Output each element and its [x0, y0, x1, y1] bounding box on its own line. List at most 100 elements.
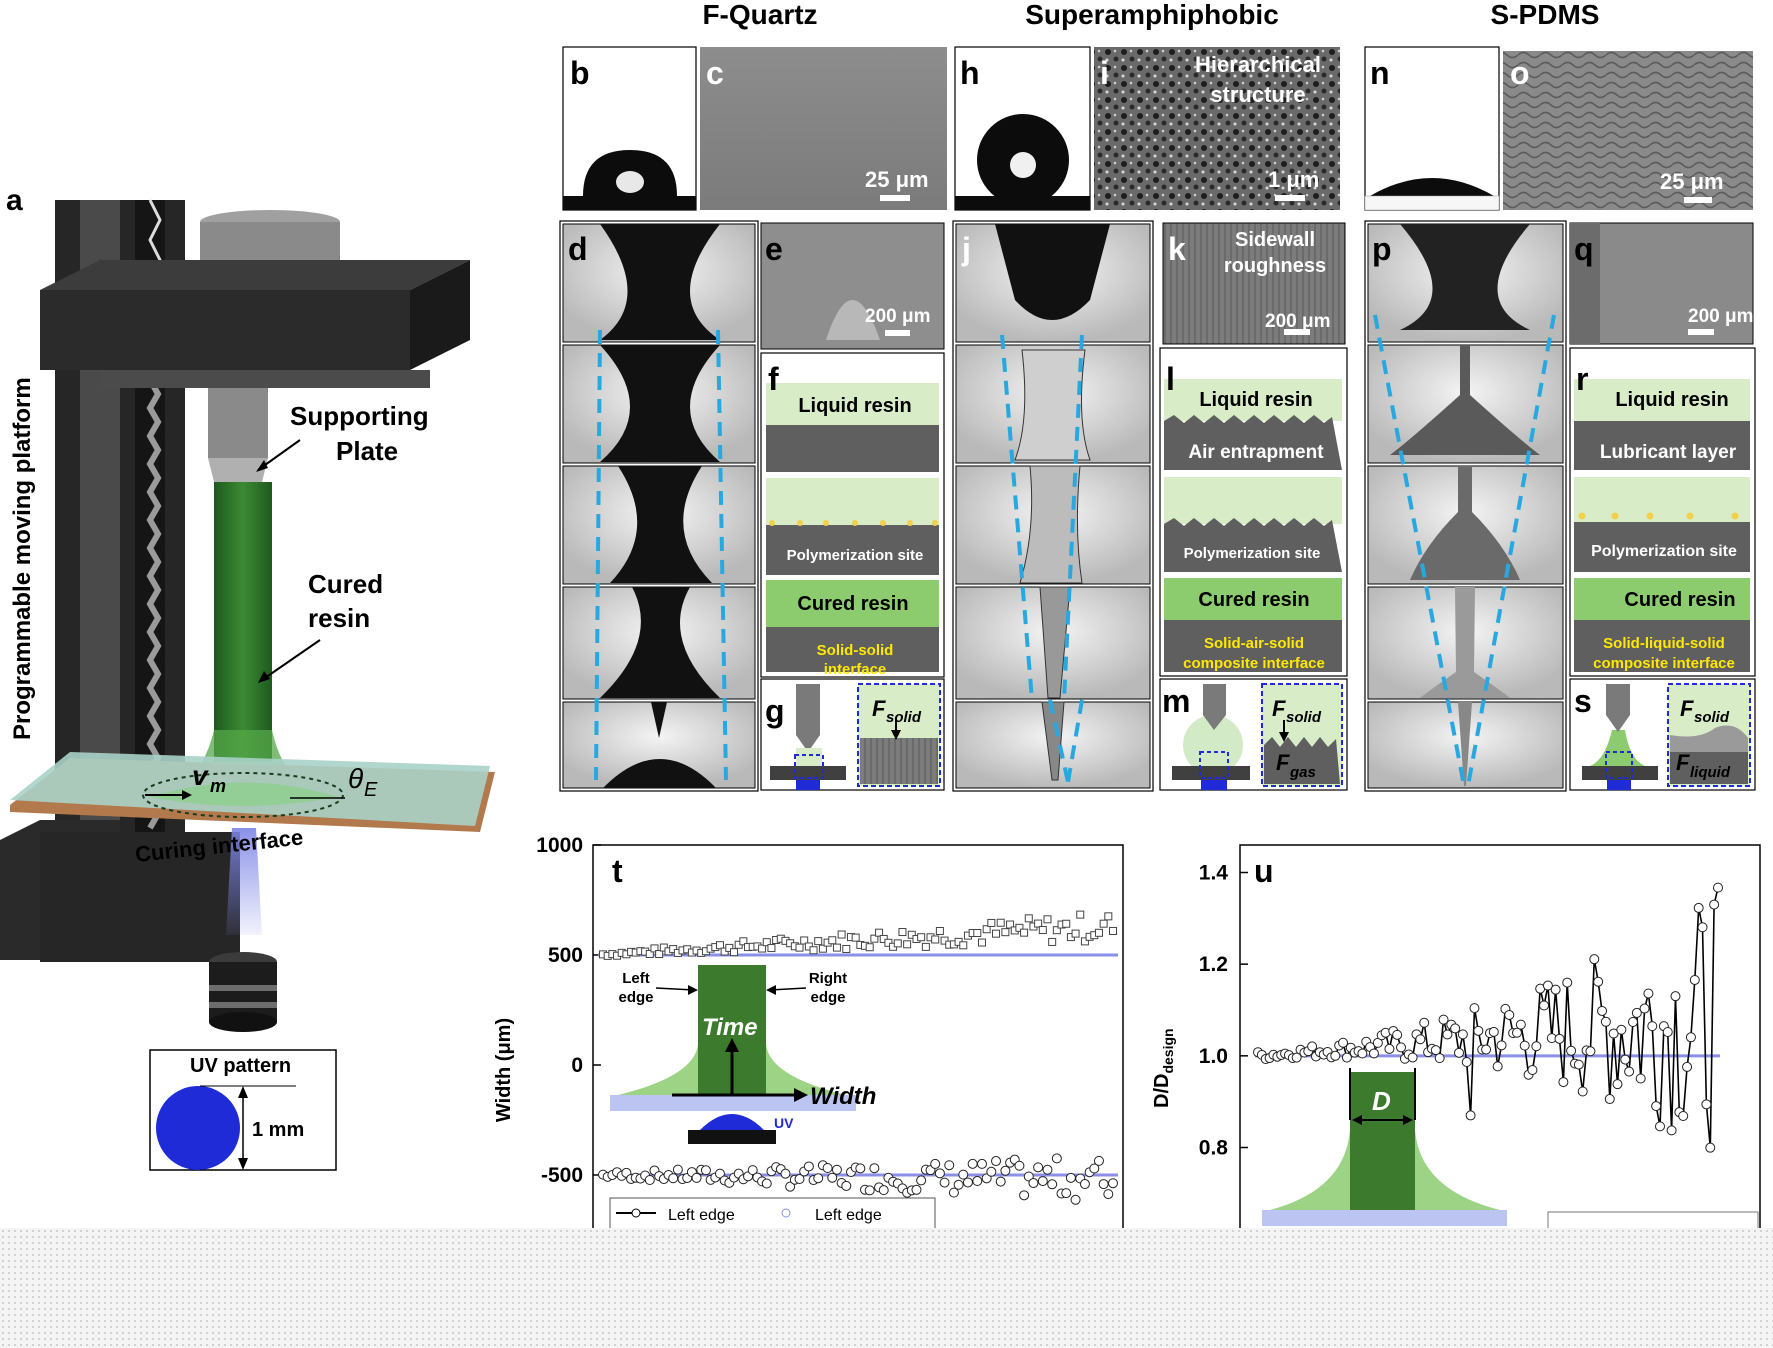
- u-point: [1701, 1099, 1712, 1110]
- u-point: [1705, 1142, 1716, 1153]
- panel-q: [1569, 222, 1754, 345]
- u-point: [1697, 922, 1708, 933]
- panel-t-inset-base: [688, 1130, 776, 1144]
- panel-p-frame-1-neck: [1400, 224, 1530, 330]
- panel-t-right-edge-head: [766, 985, 776, 995]
- panel-t-left-edge-head: [688, 985, 698, 995]
- u-point: [1639, 1003, 1650, 1014]
- l-air: Air entrapment: [1188, 442, 1324, 463]
- t-ytick-label: 500: [548, 944, 583, 967]
- panel-p: [1364, 220, 1567, 792]
- panel-c-scalebar: [880, 195, 910, 201]
- t-point-upper: [1099, 919, 1108, 928]
- lens-bottom: [209, 1012, 277, 1032]
- l-cured: Cured resin: [1198, 589, 1309, 611]
- r-cured: Cured resin: [1624, 589, 1735, 611]
- uv-scale-head-top: [238, 1086, 248, 1098]
- panel-d-frame-5-pool: [603, 759, 716, 788]
- u-point: [1566, 1045, 1577, 1056]
- uv-pattern-title: UV pattern: [190, 1055, 291, 1077]
- t-point-lower: [967, 1158, 978, 1169]
- t-point-lower: [780, 1168, 791, 1179]
- t-point-lower: [878, 1185, 889, 1196]
- panel-t-width-head: [794, 1088, 808, 1102]
- k-label-1: Sidewall: [1235, 229, 1315, 251]
- panel-d-dash-left: [594, 329, 602, 781]
- r-polymer: Polymerization site: [1591, 543, 1737, 560]
- header-s-pdms: S-PDMS: [1491, 0, 1600, 30]
- t-point-lower: [1019, 1190, 1030, 1201]
- t-point-upper: [996, 918, 1005, 927]
- t-point-upper: [931, 935, 940, 944]
- panel-letter-n: n: [1370, 55, 1390, 91]
- t-point-lower: [803, 1161, 814, 1172]
- panel-u-inset-column: [1350, 1072, 1415, 1210]
- panel-q-wall: [1570, 223, 1600, 344]
- panel-g-force-head: [891, 730, 901, 740]
- f-interface-1: Solid-solid: [817, 642, 894, 659]
- u-ylabel-main: D/D: [1151, 1074, 1173, 1108]
- panel-letter-s: s: [1574, 683, 1592, 719]
- t-point-upper: [725, 943, 734, 952]
- u-point: [1647, 1021, 1658, 1032]
- t-ytick-label: -500: [541, 1164, 583, 1187]
- polymer-dot: [880, 520, 886, 526]
- vm-arrowhead: [182, 790, 192, 800]
- panel-letter-j: j: [961, 231, 971, 267]
- panel-l-liquid-2: [1164, 477, 1342, 524]
- s-force-solid: solid: [1694, 709, 1730, 726]
- panel-s: [1569, 678, 1756, 791]
- polymer-dot: [1686, 512, 1694, 520]
- t-point-lower: [972, 1176, 983, 1187]
- panel-j-dash-right: [1062, 334, 1084, 701]
- u-point: [1434, 1053, 1445, 1064]
- t-point-lower: [976, 1158, 987, 1169]
- u-point: [1600, 1016, 1611, 1027]
- panel-b-substrate: [563, 196, 696, 210]
- t-point-upper: [982, 925, 991, 934]
- row-1-images: [562, 46, 1753, 211]
- u-point: [1392, 1029, 1403, 1040]
- panel-r: [1569, 347, 1756, 677]
- u-point: [1689, 974, 1700, 985]
- g-force-sub: solid: [886, 709, 922, 726]
- m-force-F-gas: F: [1276, 750, 1290, 775]
- u-ylabel-sub: design: [1160, 1028, 1176, 1073]
- t-point-lower: [813, 1173, 824, 1184]
- panel-r-substrate-3: [1574, 620, 1750, 672]
- u-point: [1457, 1029, 1468, 1040]
- curing-fill: [150, 782, 338, 806]
- u-point: [1627, 1017, 1638, 1028]
- t-point-lower: [916, 1175, 927, 1186]
- panel-j: [952, 220, 1154, 792]
- r-liquid: Liquid resin: [1615, 389, 1728, 411]
- panel-g-liquid: [796, 748, 822, 766]
- panel-letter-m: m: [1162, 683, 1190, 719]
- panel-e-scalebar: [885, 330, 910, 336]
- t-point-lower: [827, 1172, 838, 1183]
- u-point: [1624, 1066, 1635, 1077]
- u-point: [1330, 1050, 1341, 1061]
- panel-d-frame-5-tip: [651, 702, 667, 738]
- t-point-upper: [1006, 920, 1015, 929]
- arm-front: [40, 290, 410, 370]
- panel-r-liquid-2: [1574, 477, 1750, 524]
- panel-l-liquid: [1164, 379, 1342, 421]
- s-force-F-liquid: F: [1676, 750, 1690, 775]
- u-point: [1643, 988, 1654, 999]
- t-point-upper: [1076, 910, 1085, 919]
- panel-t-left-edge-arrow: [655, 987, 695, 991]
- u-ytick-label: 1.4: [1199, 862, 1229, 885]
- panel-i: [1094, 47, 1340, 210]
- u-point: [1577, 1086, 1588, 1097]
- t-point-lower: [1033, 1162, 1044, 1173]
- u-point: [1515, 1019, 1526, 1030]
- panel-u-d-head-left: [1352, 1115, 1362, 1125]
- panel-letter-c: c: [706, 55, 724, 91]
- supporting-plate-arrowhead: [256, 460, 268, 472]
- scale-k: 200 μm: [1265, 311, 1331, 332]
- panel-letter-f: f: [768, 361, 779, 397]
- curing-ellipse: [142, 772, 344, 818]
- u-ytick-label: 1.2: [1199, 953, 1228, 976]
